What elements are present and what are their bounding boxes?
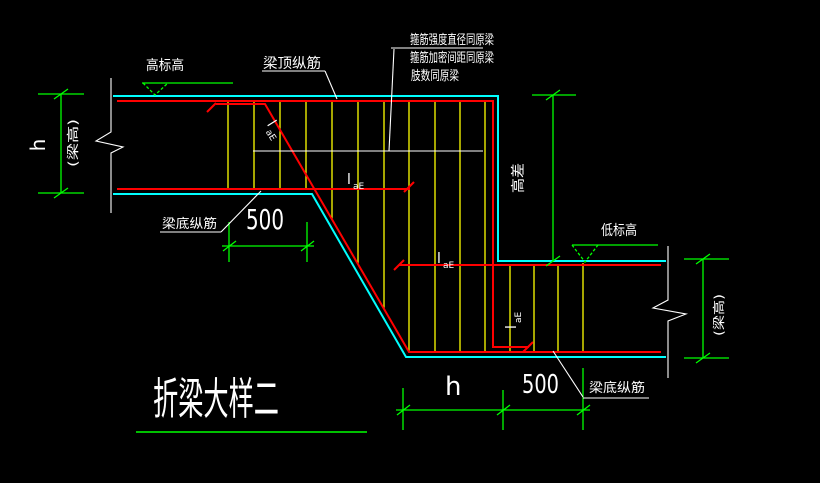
anchorage-symbol: l [347,172,351,188]
top-bars-leader [324,70,338,100]
anchorage-subscript: aE [443,261,455,271]
stirrup-note-line3: 肢数同原梁 [411,68,459,84]
bottom-bars-left-leader [220,190,262,233]
bottom-bars-right-leader [552,350,584,398]
upper-densified-zone-dim-text: 500 [246,203,284,236]
anchorage-symbol: l [263,118,279,130]
stirrups [227,101,584,352]
anchorage-label-lower-top: l aE [437,251,455,271]
dim-tick [300,240,315,252]
dim-tick [496,404,511,416]
dim-tick [396,404,411,416]
stirrup-note-line2: 箍筋加密间距同原梁 [410,50,494,66]
dim-tick [576,404,591,416]
break-line-right [651,246,689,378]
stirrup-note-line1: 箍筋强度直径同原梁 [410,32,494,48]
anchorage-subscript: aE [514,311,524,323]
top-bar-end-tick [522,341,534,353]
dim-tick [695,352,711,364]
break-line-left [94,78,125,213]
concrete-bottom-edge [113,193,666,358]
text-labels: 箍筋强度直径同原梁 箍筋加密间距同原梁 肢数同原梁 高标高 低标高 梁顶纵筋 梁… [26,32,726,425]
dim-tick [222,240,237,252]
dim-tick [53,88,69,100]
anchorage-label-upper-bottom: l aE [347,172,365,192]
lower-top-bar-end-tick [393,259,405,271]
concrete-outline [113,95,666,358]
bottom-bars-right-label: 梁底纵筋 [589,380,645,396]
anchorage-symbol: l [437,251,441,267]
dimensions [38,82,729,433]
bottom-bars-left-label: 梁底纵筋 [162,216,217,232]
anchorage-subscript: aE [353,182,365,192]
rebar-lines [117,100,661,353]
bottom-zone-500-dim-text: 500 [522,370,559,400]
anchorage-label-vertical: l aE [504,311,524,329]
dim-tick [545,255,561,267]
bottom-zone-h-dim-text: h [445,372,461,402]
upper-beam-height-note: (梁高) [65,119,80,167]
upper-bottom-bar-end-tick [403,181,415,193]
elevation-triangle-high [142,82,169,96]
anchorage-symbol: l [504,325,520,329]
concrete-top-edge [113,95,666,262]
top-bars-label: 梁顶纵筋 [263,55,321,72]
stirrup-note-leader [388,48,395,152]
anchorage-label-diagonal: l aE [263,118,279,143]
height-difference-label: 高差 [510,163,527,193]
dim-tick [545,89,561,101]
dim-tick [695,253,711,265]
bent-bottom-bar [216,103,661,353]
annotation-lines [94,47,689,399]
elevation-triangle-low [571,244,599,264]
drawing-title: 折梁大样二 [153,374,279,425]
dim-tick [53,187,69,199]
low-elevation-label: 低标高 [601,222,637,239]
upper-beam-height-value: h [26,139,50,152]
high-elevation-label: 高标高 [146,57,184,74]
anchorage-subscript: aE [263,128,278,143]
top-bar [117,100,529,348]
lower-beam-height-note: (梁高) [711,294,726,336]
bent-bottom-bar-end-tick [206,102,217,113]
